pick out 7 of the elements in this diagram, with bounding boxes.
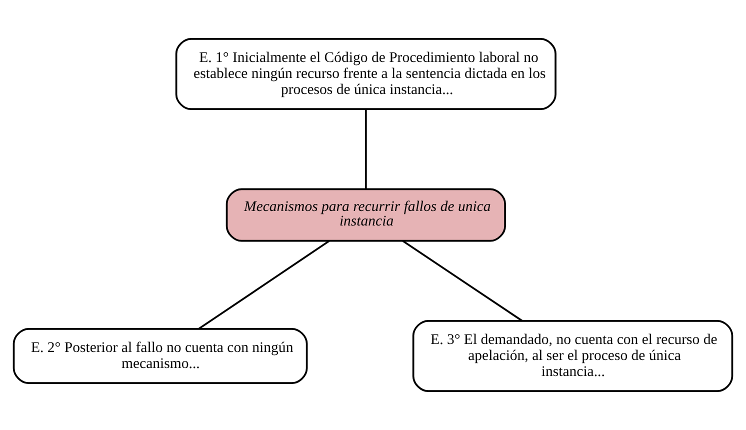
node-box: E. 1° Inicialmente el Código de Procedimiento laboral no establece ningún recurso frente a la sentencia dictada en los procesos de única instancia... <box>175 38 556 110</box>
node-box: E. 2° Posterior al fallo no cuenta con ningún mecanismo... <box>12 328 308 384</box>
connector <box>198 240 330 330</box>
connector <box>365 109 367 189</box>
node-box: E. 3° El demandado, no cuenta con el recurso de apelación, al ser el proceso de única instancia... <box>412 320 734 392</box>
connector <box>402 240 523 322</box>
node-box: Mecanismos para recurrir fallos de unica instancia <box>226 188 506 242</box>
